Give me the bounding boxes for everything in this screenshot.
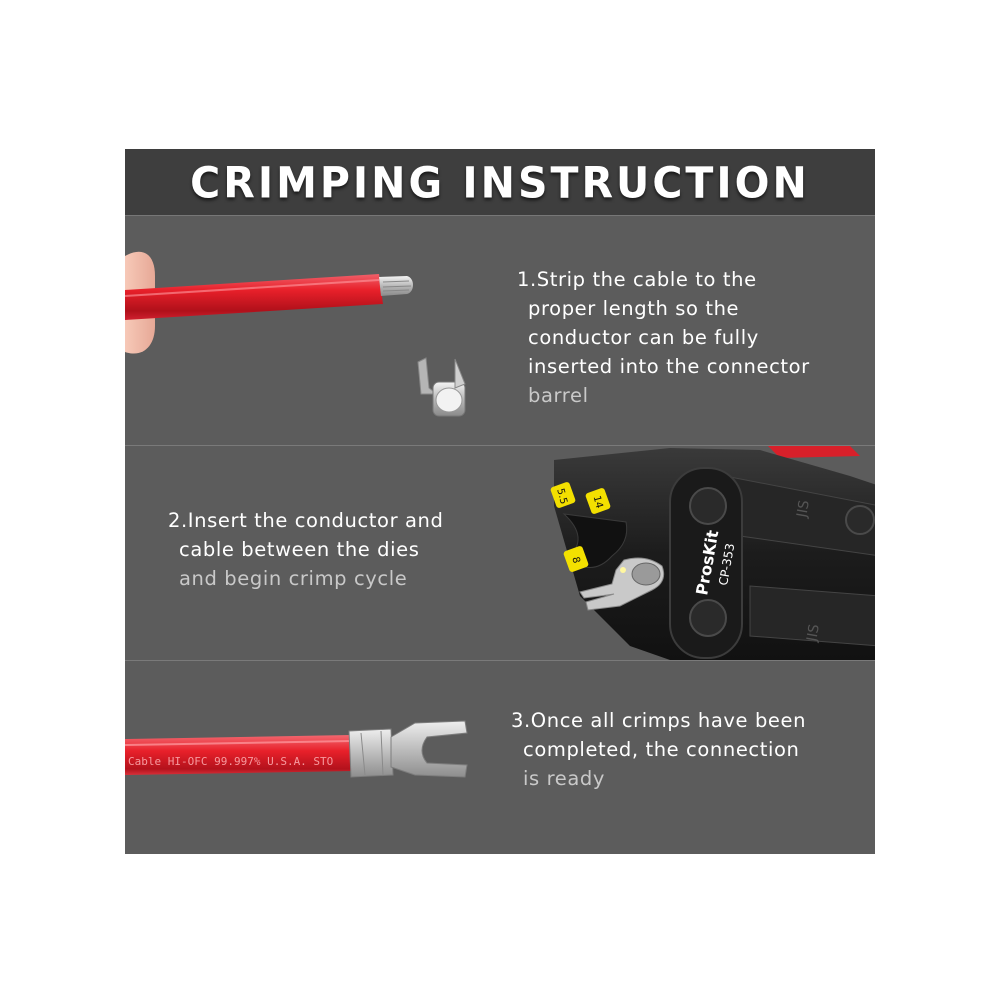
step-3-line: is ready	[523, 767, 606, 790]
svg-text:5.5: 5.5	[554, 487, 569, 505]
step-2-line: and begin crimp cycle	[179, 567, 408, 590]
page-title: CRIMPING INSTRUCTION	[190, 157, 810, 209]
header-bar: CRIMPING INSTRUCTION	[125, 149, 875, 216]
step-1-line: inserted into the connector	[528, 355, 810, 378]
step-1-line: conductor can be fully	[528, 326, 759, 349]
die-label-5-5: 5.5	[550, 482, 576, 508]
step-2-line: cable between the dies	[179, 538, 420, 561]
step-1-line: barrel	[528, 384, 589, 407]
stripped-cable-image	[125, 251, 466, 417]
step-2-line: 2.Insert the conductor and	[168, 509, 444, 532]
die-label-14: 14	[585, 488, 611, 514]
step-3-line: completed, the connection	[523, 738, 800, 761]
svg-text:8: 8	[569, 556, 581, 565]
step-1-text: 1.Strip the cable to the proper length s…	[517, 265, 810, 410]
step-1-line: 1.Strip the cable to the	[517, 268, 757, 291]
step-3-line: 3.Once all crimps have been	[511, 709, 807, 732]
finished-cable-image: Cable HI-OFC 99.997% U.S.A. STO	[125, 720, 468, 778]
die-label-8: 8	[563, 546, 589, 572]
step-1-line: proper length so the	[528, 297, 740, 320]
jis-mark: JIS	[794, 499, 813, 520]
instruction-panel: CRIMPING INSTRUCTION	[125, 149, 875, 854]
step-2-text: 2.Insert the conductor and cable between…	[168, 506, 443, 593]
jis-mark: JIS	[804, 623, 823, 644]
cable-print: Cable HI-OFC 99.997% U.S.A. STO	[128, 755, 333, 768]
step-3-text: 3.Once all crimps have been completed, t…	[511, 706, 806, 793]
svg-text:14: 14	[591, 495, 605, 510]
step-1-row: 1.Strip the cable to the proper length s…	[125, 216, 875, 444]
step-3-row: Cable HI-OFC 99.997% U.S.A. STO 3.Once a…	[125, 660, 875, 854]
step-2-row: 2.Insert the conductor and cable between…	[125, 445, 875, 660]
crimping-tool-image: ProsKit CP-353 JIS JIS 5.5 14 8	[550, 446, 875, 660]
